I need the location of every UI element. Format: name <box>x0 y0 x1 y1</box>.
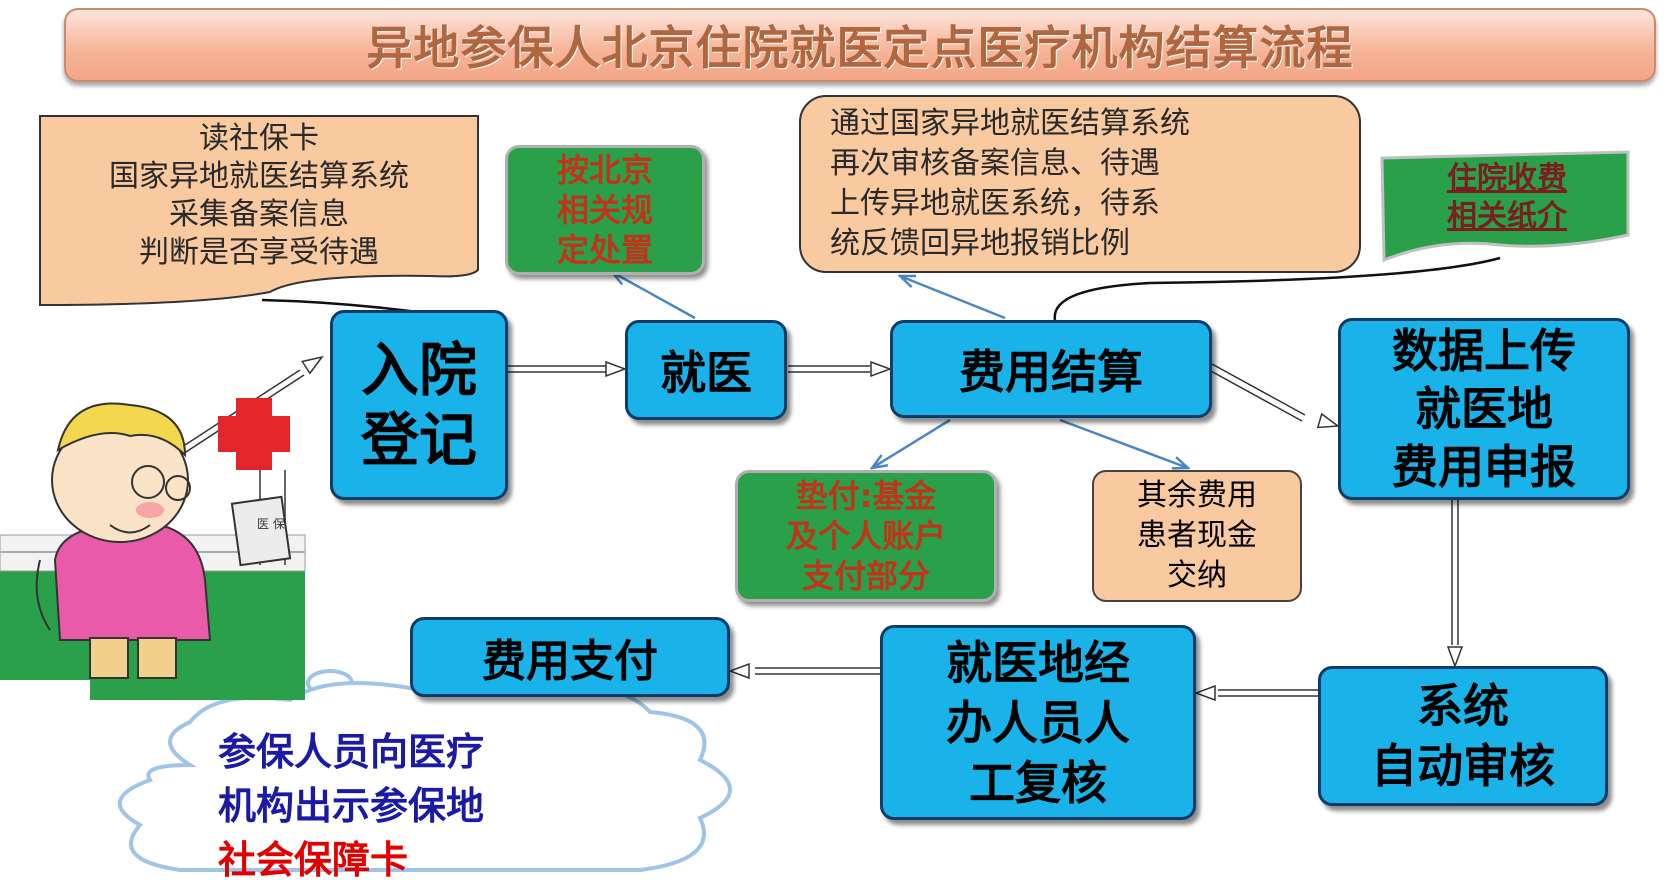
node-treatment-label: 就医 <box>660 346 752 400</box>
note-paper-media: 住院收费 相关纸介 <box>1392 158 1622 238</box>
arrow-admission-to-treatment <box>508 366 625 372</box>
node-treatment: 就医 <box>625 320 787 420</box>
arrow-manual-review-to-payment <box>730 668 880 674</box>
person-illustration <box>0 398 306 700</box>
connector-settlement-to-paper <box>1053 256 1501 321</box>
readcard-bubble-shape <box>39 115 479 307</box>
node-settlement-label: 费用结算 <box>959 345 1143 399</box>
arrow-treatment-to-settlement <box>788 366 890 372</box>
thought-cloud <box>118 669 732 872</box>
arrow-upload-to-auto-review <box>1452 500 1458 666</box>
arrow-treatment-to-rules <box>612 272 696 320</box>
note-beijing-rules: 按北京 相关规 定处置 <box>505 145 705 275</box>
cloud-line-2: 机构出示参保地 <box>218 784 485 828</box>
arrow-settlement-to-upload <box>1208 363 1338 426</box>
cloud-message: 参保人员向医疗 机构出示参保地 社会保障卡 <box>218 725 638 887</box>
node-upload: 数据上传 就医地 费用申报 <box>1338 318 1630 500</box>
paper-note-shape <box>1380 150 1630 263</box>
arrow-settlement-to-cash <box>1059 418 1188 468</box>
note-paper-media-text: 住院收费 相关纸介 <box>1447 161 1567 234</box>
note-advance-payment: 垫付:基金 及个人账户 支付部分 <box>735 470 997 602</box>
node-admission: 入院 登记 <box>330 310 508 500</box>
national-note-shape <box>799 95 1361 273</box>
node-manual-review: 就医地经 办人员人 工复核 <box>880 625 1196 820</box>
node-admission-label: 入院 登记 <box>360 336 477 474</box>
page-title: 异地参保人北京住院就医定点医疗机构结算流程 <box>366 21 1354 75</box>
node-settlement: 费用结算 <box>890 320 1212 418</box>
node-auto-review-label: 系统 自动审核 <box>1371 679 1555 793</box>
node-upload-label: 数据上传 就医地 费用申报 <box>1392 324 1576 494</box>
note-national-system-text: 通过国家异地就医结算系统 再次审核备案信息、待遇 上传异地就医系统，待系 统反馈… <box>830 106 1190 261</box>
connector-readcard-to-admission <box>261 298 419 314</box>
note-read-card: 读社保卡 国家异地就医结算系统 采集备案信息 判断是否享受待遇 <box>44 118 474 274</box>
note-national-system: 通过国家异地就医结算系统 再次审核备案信息、待遇 上传异地就医系统，待系 统反馈… <box>806 100 1354 268</box>
node-payment-label: 费用支付 <box>482 636 658 687</box>
node-manual-review-label: 就医地经 办人员人 工复核 <box>946 635 1130 810</box>
node-payment: 费用支付 <box>410 617 730 697</box>
arrow-settlement-to-national <box>900 276 1006 320</box>
title-banner: 异地参保人北京住院就医定点医疗机构结算流程 <box>64 8 1656 82</box>
cloud-line-1: 参保人员向医疗 <box>218 730 485 774</box>
node-auto-review: 系统 自动审核 <box>1318 666 1608 806</box>
cloud-line-3: 社会保障卡 <box>218 838 409 882</box>
note-read-card-text: 读社保卡 国家异地就医结算系统 采集备案信息 判断是否享受待遇 <box>109 121 409 270</box>
note-cash-remaining-text: 其余费用 患者现金 交纳 <box>1137 478 1257 593</box>
note-beijing-rules-text: 按北京 相关规 定处置 <box>556 151 653 269</box>
note-cash-remaining: 其余费用 患者现金 交纳 <box>1092 470 1302 602</box>
note-advance-payment-text: 垫付:基金 及个人账户 支付部分 <box>785 477 946 595</box>
card-label: 医 保 <box>257 517 285 531</box>
arrow-auto-review-to-manual-review <box>1196 690 1318 696</box>
arrow-settlement-to-advance <box>872 418 951 468</box>
